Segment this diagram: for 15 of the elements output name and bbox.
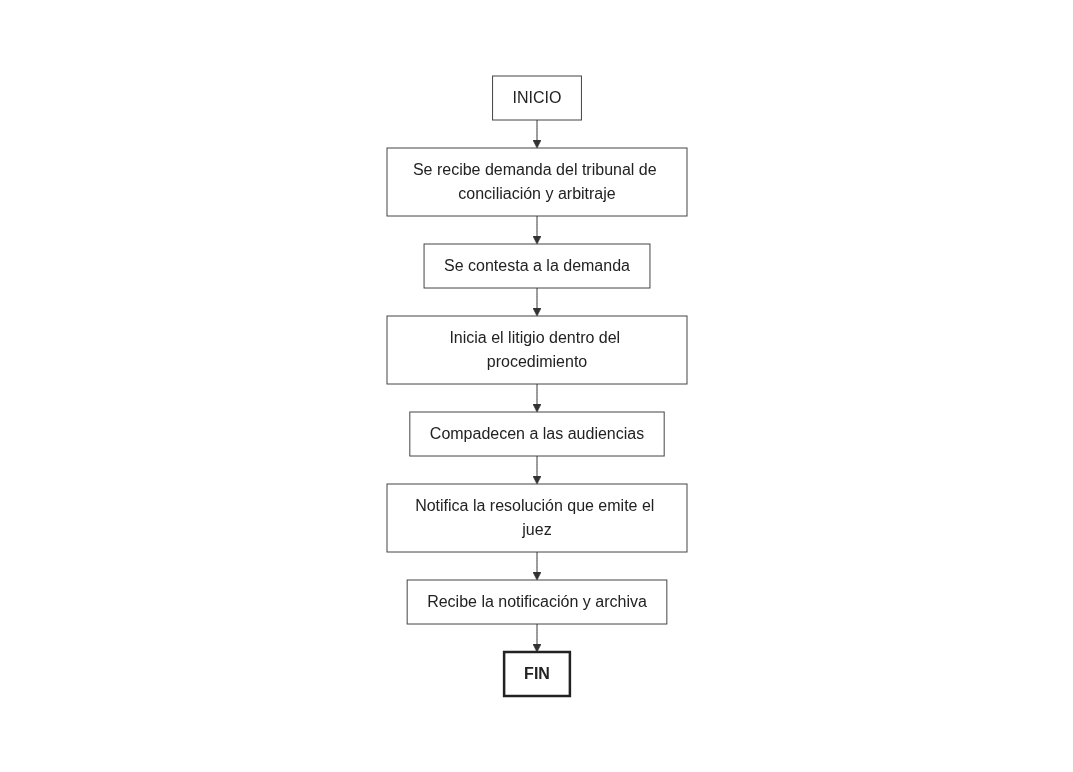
arrow [532,215,541,245]
arrow [532,455,541,485]
node-box: Compadecen a las audiencias [408,411,665,457]
node-box: FIN [502,650,571,698]
node-box: INICIO [491,75,582,121]
node-box: Inicia el litigio dentro del procedimiento [386,315,687,385]
node-box: Recibe la notificación y archiva [406,579,667,625]
arrow [532,623,541,653]
node-box: Se contesta a la demanda [423,243,650,289]
arrow [532,287,541,317]
node-box: Notifica la resolución que emite el juez [386,483,687,553]
arrow [532,383,541,413]
node-box: Se recibe demanda del tribunal de conciliación y arbitraje [386,147,687,217]
arrow [532,551,541,581]
arrow [532,119,541,149]
